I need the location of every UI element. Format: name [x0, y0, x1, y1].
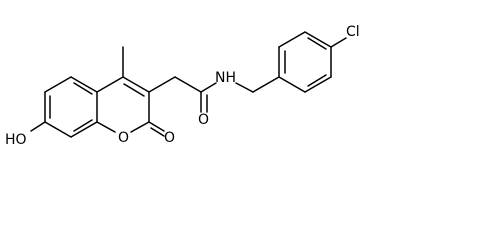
bond [148, 121, 165, 132]
bond [150, 127, 165, 137]
chemical-structure: HO O O O NH Cl [5, 24, 360, 148]
atom-labels: HO O O O NH Cl [5, 24, 360, 148]
bond [96, 121, 116, 133]
bond [200, 82, 217, 93]
bond [70, 76, 98, 93]
bond [44, 121, 72, 138]
bond-double-inner [73, 119, 93, 132]
carbonyl-oxygen-label: O [164, 130, 175, 146]
bond [304, 76, 332, 93]
bond [130, 121, 150, 133]
bond [304, 31, 332, 48]
bond [252, 76, 280, 93]
bond [122, 76, 150, 93]
chlorine-label: Cl [346, 24, 360, 40]
bond-double-inner [73, 82, 93, 95]
bond [96, 76, 124, 93]
amide-nitrogen-label: NH [215, 70, 236, 86]
bond-double-inner [307, 37, 327, 50]
hydroxyl-label: HO [5, 132, 27, 148]
bonds [30, 31, 347, 138]
bond [44, 76, 72, 93]
bond [278, 76, 306, 93]
bond [330, 37, 347, 48]
bond-double-inner [123, 83, 145, 97]
amide-oxygen-label: O [198, 112, 209, 128]
bond [30, 121, 46, 132]
bond [174, 76, 202, 93]
bond [278, 31, 306, 48]
bond [148, 76, 176, 93]
bond [235, 82, 254, 93]
ring-oxygen-label: O [118, 130, 129, 146]
bond [70, 121, 98, 138]
bond-double-inner [307, 74, 327, 87]
